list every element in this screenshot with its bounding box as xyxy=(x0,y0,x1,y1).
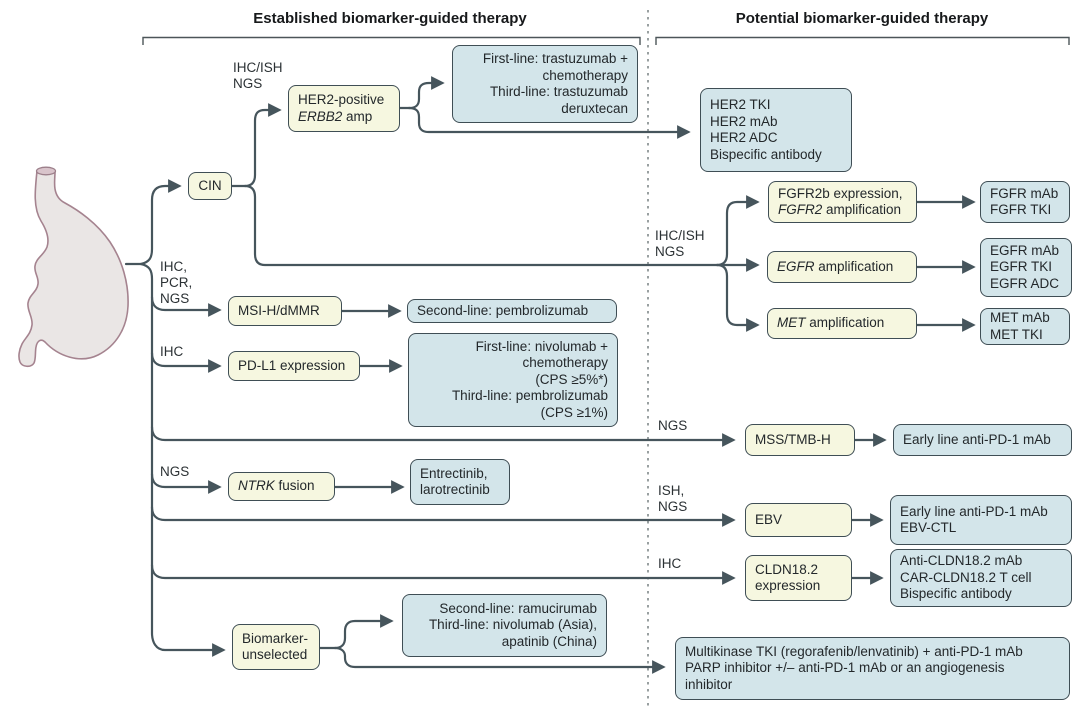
assay-label-ebv: ISH, NGS xyxy=(658,483,688,514)
header-established-therapy: Established biomarker-guided therapy xyxy=(253,10,527,27)
therapy-ntrk: Entrectinib, larotrectinib xyxy=(410,459,510,505)
assay-label-msi: IHC, PCR, NGS xyxy=(160,259,193,306)
biomarker-cin: CIN xyxy=(188,172,232,200)
biomarker-msi: MSI-H/dMMR xyxy=(228,296,342,326)
assay-label-pdl1: IHC xyxy=(160,344,184,359)
therapy-met: MET mAb MET TKI xyxy=(980,308,1070,345)
flow-connectors xyxy=(124,76,976,674)
biomarker-ntrk: NTRK fusion xyxy=(228,472,335,501)
assay-label-cin-right: IHC/ISH NGS xyxy=(655,228,705,259)
biomarker-pdl1: PD-L1 expression xyxy=(228,351,360,381)
biomarker-fgfr: FGFR2b expression, FGFR2 amplification xyxy=(768,181,917,223)
biomarker-met: MET amplification xyxy=(767,308,917,339)
stomach-icon xyxy=(18,166,129,368)
therapy-fgfr: FGFR mAb FGFR TKI xyxy=(980,181,1070,223)
therapy-her2-first-line: First-line: trastuzumab + chemotherapy T… xyxy=(452,45,638,123)
therapy-mss: Early line anti-PD-1 mAb xyxy=(893,424,1072,456)
therapy-msi: Second-line: pembrolizumab xyxy=(407,299,617,323)
biomarker-ebv: EBV xyxy=(745,503,852,537)
biomarker-egfr: EGFR amplification xyxy=(767,251,917,283)
section-brackets xyxy=(142,36,1070,45)
therapy-cldn: Anti-CLDN18.2 mAb CAR-CLDN18.2 T cell Bi… xyxy=(890,549,1072,607)
header-potential-therapy: Potential biomarker-guided therapy xyxy=(735,10,989,27)
biomarker-her2: HER2-positive ERBB2 amp xyxy=(288,85,400,132)
assay-label-cldn: IHC xyxy=(658,556,682,571)
biomarker-unselected: Biomarker- unselected xyxy=(232,624,320,670)
assay-label-her2: IHC/ISH NGS xyxy=(233,60,283,91)
biomarker-cldn: CLDN18.2 expression xyxy=(745,555,852,601)
therapy-unselected-established: Second-line: ramucirumab Third-line: niv… xyxy=(402,594,607,657)
assay-label-mss: NGS xyxy=(658,418,688,433)
therapy-pdl1: First-line: nivolumab + chemotherapy (CP… xyxy=(408,333,618,427)
biomarker-mss: MSS/TMB-H xyxy=(745,424,855,456)
therapy-egfr: EGFR mAb EGFR TKI EGFR ADC xyxy=(980,238,1072,297)
therapy-her2-potential: HER2 TKI HER2 mAb HER2 ADC Bispecific an… xyxy=(700,88,852,172)
therapy-unselected-potential: Multikinase TKI (regorafenib/lenvatinib)… xyxy=(675,637,1070,700)
therapy-ebv: Early line anti-PD-1 mAb EBV-CTL xyxy=(890,495,1072,545)
assay-label-ntrk: NGS xyxy=(160,464,190,479)
